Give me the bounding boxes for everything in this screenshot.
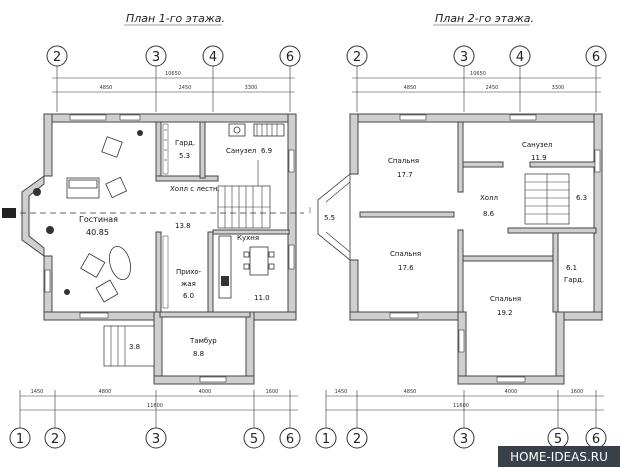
plan1-dim-bottom-2: 4800 [99, 389, 112, 395]
svg-text:3: 3 [152, 432, 160, 447]
plan1-bath-label: Санузел [226, 147, 256, 155]
plan2-bed1-area: 17.7 [397, 171, 413, 179]
watermark-text: HOME-IDEAS.RU [510, 450, 608, 464]
svg-text:4850: 4850 [404, 85, 417, 91]
svg-text:2: 2 [353, 50, 361, 65]
plan1-vestibule-area: 8.8 [193, 350, 204, 358]
plan2-gard-label: Гард. [564, 276, 584, 284]
svg-text:5: 5 [554, 432, 562, 447]
svg-text:11600: 11600 [453, 403, 469, 409]
plan2-bed1-label: Спальня [388, 157, 419, 165]
plan1-dim-bottom-3: 4000 [199, 389, 212, 395]
plan2-top-axes: 2 3 4 6 10650 4850 2450 3300 [346, 45, 607, 112]
plan1-porch-steps [103, 325, 155, 367]
plan1-entry-label-2: жая [181, 280, 196, 288]
plan1-hall-area: 13.8 [175, 222, 191, 230]
plan2-staircase [524, 173, 570, 225]
plan2-bath-label: Санузел [522, 141, 552, 149]
svg-text:3: 3 [460, 50, 468, 65]
svg-text:6: 6 [286, 432, 294, 447]
plan2-gard-area: 6.1 [566, 264, 577, 272]
watermark: HOME-IDEAS.RU [498, 446, 620, 467]
plan1-living-label: Гостиная [79, 215, 118, 224]
svg-text:2450: 2450 [486, 85, 499, 91]
svg-text:|: | [309, 207, 311, 214]
plan1-top-axes: 2 3 4 6 10650 4850 2450 3300 [46, 45, 301, 112]
svg-text:3: 3 [460, 432, 468, 447]
plan1-bath-fixtures [228, 123, 285, 137]
plan1-porch-area: 3.8 [129, 343, 140, 351]
plan2-hall-area: 8.6 [483, 210, 495, 218]
plan1-axis-top-2: 3 [152, 50, 160, 65]
plan1-dim-top-1: 4850 [100, 85, 113, 91]
plan1-kitchen-furniture [218, 235, 275, 299]
plan1-gard-area: 5.3 [179, 152, 190, 160]
plan1-vestibule-label: Тамбур [189, 337, 217, 345]
plan1-entry-label-1: Прихо- [176, 268, 202, 276]
plan1-kitchen-area: 11.0 [254, 294, 270, 302]
svg-text:4000: 4000 [505, 389, 518, 395]
svg-text:1600: 1600 [571, 389, 584, 395]
svg-text:4: 4 [516, 50, 524, 65]
svg-text:1: 1 [322, 432, 330, 447]
plan1-living-furniture [33, 130, 143, 303]
svg-text:6: 6 [592, 432, 600, 447]
plan1-dim-top-2: 2450 [179, 85, 192, 91]
plan1-kitchen-label: Кухня [237, 234, 259, 242]
plan1-entry-area: 6.0 [183, 292, 194, 300]
plan1-axis-top-1: 2 [53, 50, 61, 65]
plan2-bed3-label: Спальня [490, 295, 521, 303]
plan1-axis-top-4: 6 [286, 50, 294, 65]
plan1-bath-area: 6.9 [261, 147, 272, 155]
svg-text:2: 2 [51, 432, 59, 447]
svg-text:5: 5 [250, 432, 258, 447]
svg-text:4850: 4850 [404, 389, 417, 395]
svg-text:3300: 3300 [552, 85, 565, 91]
plan1-hall-label: Холл с лестн. [170, 185, 220, 193]
plan1-bottom-axes: 1450 4800 4000 1600 11600 1 2 3 5 6 [9, 389, 301, 449]
svg-text:1450: 1450 [335, 389, 348, 395]
plan1-axis-top-3: 4 [209, 50, 217, 65]
plan2-bed2-label: Спальня [390, 250, 421, 258]
svg-text:1: 1 [16, 432, 24, 447]
plan2-bed3-area: 19.2 [497, 309, 513, 317]
plan1-title: План 1-го этажа. [126, 12, 225, 25]
plan1-staircase [217, 160, 271, 229]
plan1-living-area: 40.85 [86, 228, 109, 237]
plan2-title: План 2-го этажа. [435, 12, 534, 25]
plan2-room-labels: Спальня 17.7 Санузел 11.9 Холл 8.6 6.3 5… [324, 141, 587, 317]
plan2-stair-area: 6.3 [576, 194, 587, 202]
plan1-dim-bottom-1: 1450 [31, 389, 44, 395]
plan2-bay-area: 5.5 [324, 214, 335, 222]
plan1-dim-bottom-4: 1600 [266, 389, 279, 395]
svg-text:2: 2 [353, 432, 361, 447]
plan2-hall-label: Холл [480, 194, 498, 202]
plan1-dim-top-total: 10650 [165, 71, 181, 77]
plan1-room-labels: Гард. 5.3 Санузел 6.9 Холл с лестн. 13.8… [79, 139, 272, 358]
plan2-bottom-axes: 1450 4850 4000 1600 11600 1 2 3 5 6 [315, 389, 607, 449]
plan1-dim-bottom-total: 11600 [147, 403, 163, 409]
svg-text:10650: 10650 [470, 71, 486, 77]
plan1-dim-top-3: 3300 [245, 85, 258, 91]
plan2-bed2-area: 17.6 [398, 264, 414, 272]
svg-text:6: 6 [592, 50, 600, 65]
plan1-gard-label: Гард. [175, 139, 195, 147]
plan2-bath-area: 11.9 [531, 154, 547, 162]
